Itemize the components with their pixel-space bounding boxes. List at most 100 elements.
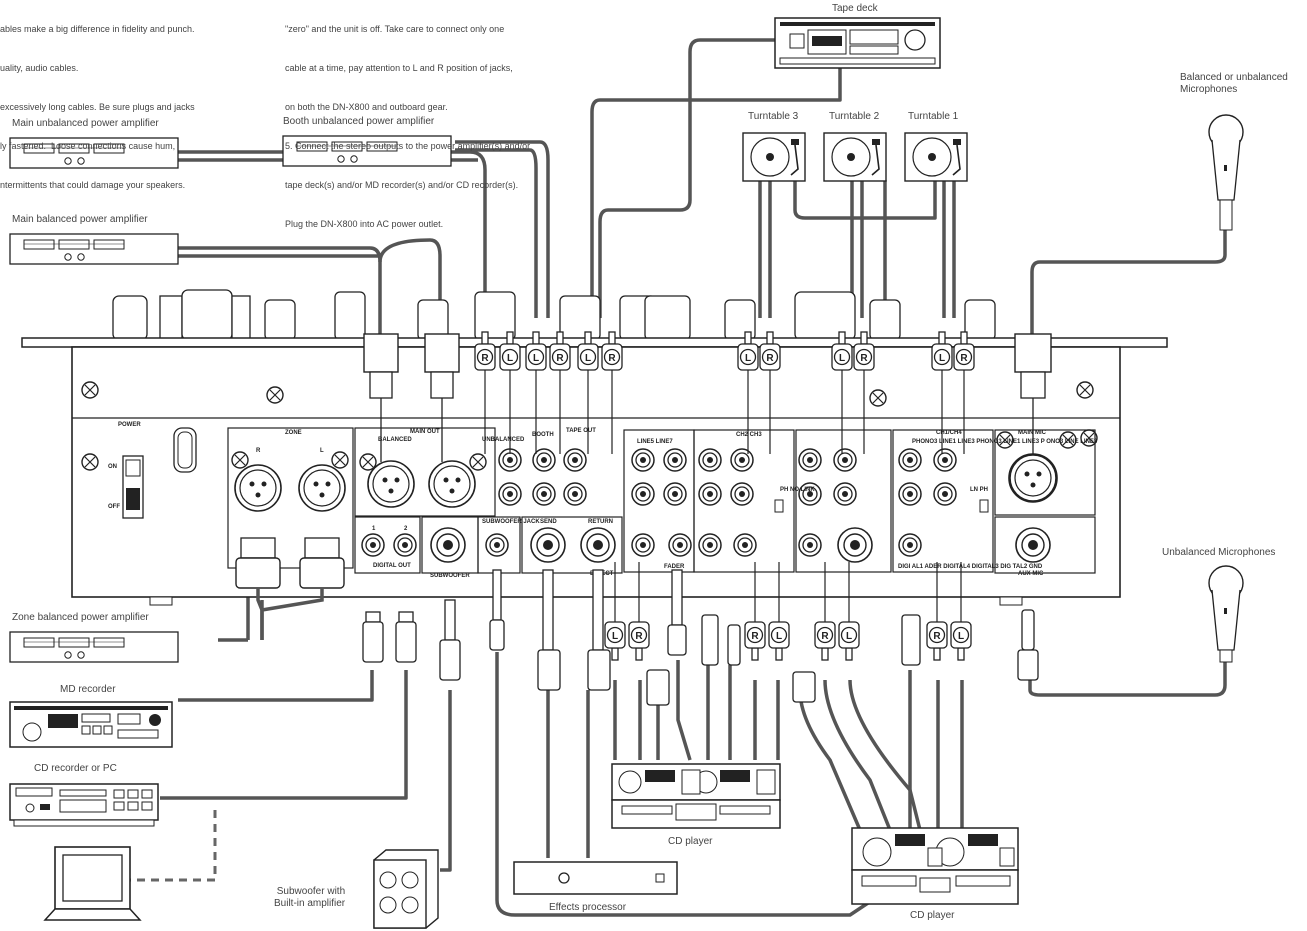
rca-plug: R: [926, 621, 948, 661]
rca-plug: R: [953, 331, 975, 371]
rca-plug-letter: L: [776, 631, 782, 642]
label-main-balanced-amp: Main balanced power amplifier: [12, 214, 148, 225]
rca-plug: L: [737, 331, 759, 371]
rca-plug-letter: R: [481, 353, 489, 364]
rca-plug-letter: R: [960, 353, 968, 364]
rca-plug: R: [744, 621, 766, 661]
label-subwoofer: Subwoofer with Built-in amplifier: [274, 886, 346, 909]
rca-plug-letter: R: [635, 631, 643, 642]
cable-pc-dashed: [130, 810, 217, 882]
rca-plug: R: [628, 621, 650, 661]
cable-mic-balanced: [1030, 230, 1227, 336]
rca-plug-letter: L: [958, 631, 964, 642]
panel-zone-r: R: [256, 448, 261, 454]
rca-plug-letter: L: [585, 353, 591, 364]
xlr-plug-main-mic: [1014, 333, 1052, 455]
note-line: 5. Connect the stereo outputs to the pow…: [285, 141, 531, 151]
label-md-recorder: MD recorder: [60, 684, 116, 695]
panel-on-label: ON: [108, 464, 117, 470]
label-zone-balanced-amp: Zone balanced power amplifier: [12, 612, 149, 623]
panel-ch1-ch4: CH1/CH4: [936, 430, 962, 436]
label-cd-player-2: CD player: [910, 910, 955, 921]
panel-lnph-label: LN PH: [970, 487, 988, 493]
md-recorder-device: [9, 701, 173, 748]
rca-plug: R: [853, 331, 875, 371]
rca-plug-letter: L: [839, 353, 845, 364]
cable-zone: [218, 590, 250, 642]
instruction-notes-left: ables make a big difference in fidelity …: [0, 0, 195, 205]
panel-frames: [227, 427, 1096, 574]
cable-mic-unbalanced: [1028, 660, 1227, 697]
turntable-3-device: [742, 132, 806, 182]
xlr-plug-main-l: [424, 333, 460, 462]
subwoofer-device: [373, 849, 439, 929]
panel-power-label: POWER: [118, 422, 141, 428]
effects-processor-device: [513, 861, 678, 895]
rca-plug-letter: L: [846, 631, 852, 642]
power-section: [122, 427, 197, 519]
rca-plug: L: [831, 331, 853, 371]
rca-plug-letter: R: [608, 353, 616, 364]
panel-phono-link-label: PH NO LINK: [780, 487, 815, 493]
rca-plug: R: [601, 331, 623, 371]
turntable-2-device: [823, 132, 887, 182]
cd-player-2-device: [851, 827, 1019, 905]
label-microphones-balanced: Balanced or unbalanced Microphones: [1180, 72, 1288, 95]
panel-digital-out-label: DIGITAL OUT: [373, 563, 411, 569]
panel-zone-label: ZONE: [285, 430, 302, 436]
panel-out-1: 1: [372, 526, 376, 532]
rca-plug-letter: R: [556, 353, 564, 364]
note-line: ly fastened. Loose connections cause hum…: [0, 141, 176, 151]
rca-plug: L: [604, 621, 626, 661]
panel-phono-line-headers: PHONO3 LINE1 LINE3 PHONO3 LINE1 LINE3 P …: [912, 439, 1098, 445]
rca-plug-letter: R: [751, 631, 759, 642]
cable-booth-unbalanced: [455, 140, 550, 318]
rca-plug-letter: L: [612, 631, 618, 642]
instruction-notes-right: "zero" and the unit is off. Take care to…: [285, 0, 530, 244]
rca-plug-letter: R: [821, 631, 829, 642]
label-effects-processor: Effects processor: [549, 902, 627, 913]
rca-plug-letter: L: [533, 353, 539, 364]
rca-plug-letter: R: [933, 631, 941, 642]
cable-tape-deck: [598, 38, 775, 318]
cable-lines: [160, 38, 1227, 917]
rca-plug: L: [931, 331, 953, 371]
panel-main-out-label: MAIN OUT: [410, 429, 440, 435]
panel-subwoofer-label: SUBWOOFER: [430, 573, 470, 579]
note-line: Plug the DN-X800 into AC power outlet.: [285, 219, 444, 229]
tape-deck-device: [774, 17, 941, 69]
note-line: ables make a big difference in fidelity …: [0, 24, 195, 34]
rca-plug: R: [814, 621, 836, 661]
xlr-plug-zone-r: [235, 537, 281, 589]
pc-laptop: [43, 846, 142, 921]
rca-plug: L: [577, 331, 599, 371]
rca-plug: L: [525, 331, 547, 371]
cable-subwoofer: [440, 690, 452, 872]
cable-md-recorder: [178, 670, 374, 702]
panel-labels: POWER ON OFF ZONE R L MAIN OUT BALANCED …: [108, 422, 1098, 579]
cable-cd-recorder: [160, 670, 408, 800]
rca-plug: L: [950, 621, 972, 661]
panel-return-label: RETURN: [588, 519, 613, 525]
rca-plug-letter: L: [745, 353, 751, 364]
label-cd-recorder: CD recorder or PC: [34, 763, 117, 774]
rca-plug: R: [474, 331, 496, 371]
microphone-top: [1208, 114, 1244, 231]
rca-plug: R: [549, 331, 571, 371]
cd-recorder-device: [9, 783, 159, 827]
rca-plug: R: [759, 331, 781, 371]
mixer-top-knobs: [112, 289, 996, 341]
rca-plug-letter: R: [766, 353, 774, 364]
panel-ch2-ch3: CH2 CH3: [736, 432, 762, 438]
label-microphones-unbalanced: Unbalanced Microphones: [1162, 547, 1276, 558]
panel-digital-bottom: DIGI AL1 ADER DIGITAL4 DIGITAL3 DIG TAL2…: [898, 564, 1043, 570]
note-line: ntermittents that could damage your spea…: [0, 180, 186, 190]
rca-plug: L: [838, 621, 860, 661]
plugs-bottom-misc: [362, 569, 1039, 706]
label-cd-player-1: CD player: [668, 836, 713, 847]
panel-zone-l: L: [320, 448, 324, 454]
turntable-1-device: [904, 132, 968, 182]
note-line: tape deck(s) and/or MD recorder(s) and/o…: [285, 180, 519, 190]
